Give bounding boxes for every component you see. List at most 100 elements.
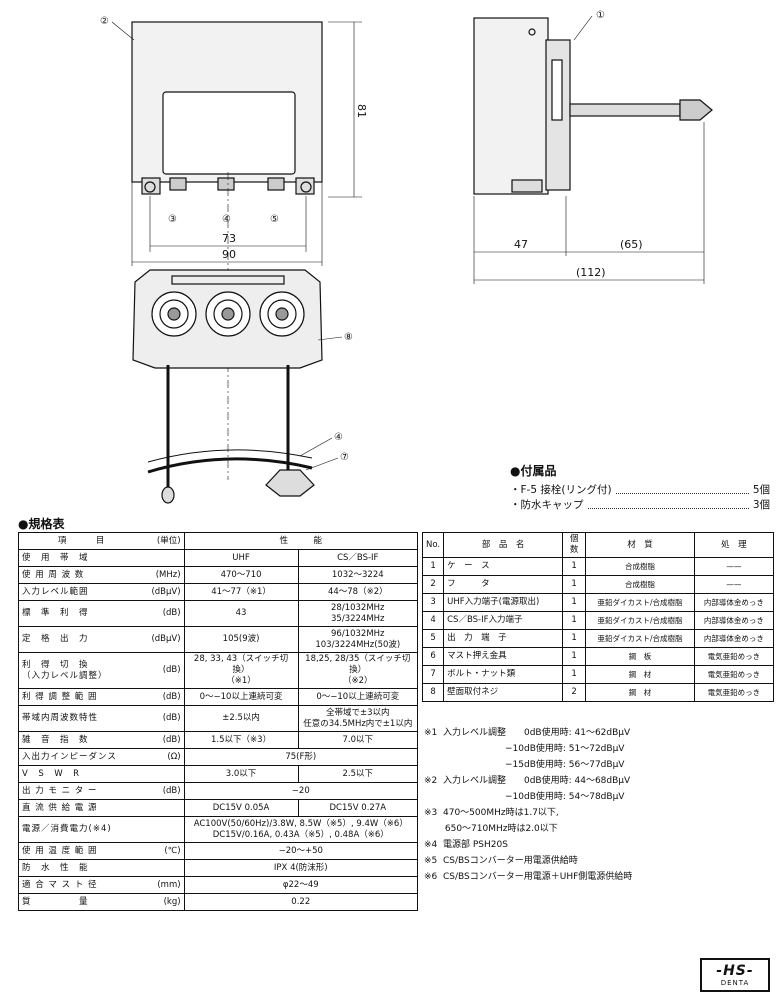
part-qty: 1 bbox=[562, 611, 587, 630]
part-name: マスト押え金具 bbox=[443, 647, 564, 666]
spec-value-cs: DC15V 0.27A bbox=[297, 799, 419, 817]
side-view-case bbox=[473, 17, 549, 195]
parts-header-cell: 処 理 bbox=[693, 532, 775, 558]
spec-value: −20〜+50 bbox=[183, 842, 419, 860]
callout-8: ⑧ bbox=[344, 332, 353, 343]
part-name: 壁面取付ネジ bbox=[443, 683, 564, 702]
spec-unit bbox=[144, 816, 185, 843]
part-name: 出 力 端 子 bbox=[443, 629, 564, 648]
spec-title: ●規格表 bbox=[18, 517, 65, 531]
spec-value-uhf: 41〜77（※1） bbox=[183, 583, 299, 601]
parts-header-cell: No. bbox=[421, 532, 445, 558]
spec-value-cs: 1032〜3224 bbox=[297, 566, 419, 584]
spec-header-unit: (単位) bbox=[144, 532, 185, 550]
part-qty: 1 bbox=[562, 665, 587, 684]
spec-value-uhf: 3.0以下 bbox=[183, 765, 299, 783]
part-material: 亜鉛ダイカスト/合成樹脂 bbox=[585, 629, 695, 648]
parts-header-cell: 部 品 名 bbox=[443, 532, 564, 558]
part-treatment: 内部導体金めっき bbox=[693, 629, 775, 648]
spec-unit: (dBμV) bbox=[144, 583, 185, 601]
spec-value-uhf: DC15V 0.05A bbox=[183, 799, 299, 817]
spec-value-cs: 18,25, 28/35（スイッチ切換） （※2） bbox=[297, 652, 419, 689]
spec-value: 0.22 bbox=[183, 893, 419, 911]
spec-item: 入力レベル範囲 bbox=[18, 583, 145, 601]
part-material: 鋼 材 bbox=[585, 665, 695, 684]
part-treatment: 内部導体金めっき bbox=[693, 593, 775, 612]
spec-unit: (dB) bbox=[144, 731, 185, 749]
parts-header-row: No.部 品 名個数材 質処 理 bbox=[421, 532, 775, 558]
accessories: ●付属品 ・F-5 接栓(リング付) 5個 ・防水キャップ 3個 bbox=[510, 462, 770, 513]
part-treatment: 電気亜鉛めっき bbox=[693, 647, 775, 666]
spec-unit: (Ω) bbox=[144, 748, 185, 766]
dim-total: (112) bbox=[576, 266, 606, 279]
spec-value-cs: 全帯域で±3以内 任意の34.5MHz内で±1以内 bbox=[297, 705, 419, 732]
spec-item: 帯域内周波数特性 bbox=[18, 705, 145, 732]
spec-unit bbox=[144, 799, 185, 817]
part-name: ケ ー ス bbox=[443, 557, 564, 576]
parts-header-cell: 個数 bbox=[562, 532, 587, 558]
spec-value-uhf: 43 bbox=[183, 600, 299, 627]
logo-mark: -HS- bbox=[716, 963, 754, 979]
note-line: ※5 CS/BSコンバーター用電源供給時 bbox=[424, 856, 578, 866]
callout-3: ③ bbox=[168, 214, 177, 225]
accessories-title: ●付属品 bbox=[510, 464, 557, 478]
spec-value-uhf: 470〜710 bbox=[183, 566, 299, 584]
product-drawing: 81 73 90 47 (65) (112) ① ② ③ ④ ⑤ ⑧ ④ ⑦ bbox=[100, 10, 713, 504]
part-material: 鋼 板 bbox=[585, 647, 695, 666]
spec-unit bbox=[144, 859, 185, 877]
spec-value: φ22〜49 bbox=[183, 876, 419, 894]
note-line: ※3 470〜500MHz時は1.7以下, bbox=[424, 808, 559, 818]
spec-value-uhf: 28, 33, 43（スイッチ切換） （※1） bbox=[183, 652, 299, 689]
spec-value: −20 bbox=[183, 782, 419, 800]
spec-value-uhf: 0〜−10以上連続可変 bbox=[183, 688, 299, 706]
spec-unit bbox=[144, 765, 185, 783]
part-no: 8 bbox=[421, 683, 445, 702]
accessory-item: ・F-5 接栓(リング付) 5個 bbox=[510, 483, 770, 498]
spec-unit: (dB) bbox=[144, 688, 185, 706]
spec-item: 防 水 性 能 bbox=[18, 859, 145, 877]
spec-unit: (mm) bbox=[144, 876, 185, 894]
spec-item: 直 流 供 給 電 源 bbox=[18, 799, 145, 817]
spec-value-cs: 28/1032MHz 35/3224MHz bbox=[297, 600, 419, 627]
spec-value-cs: 7.0以下 bbox=[297, 731, 419, 749]
spec-value-uhf: 105(9波) bbox=[183, 626, 299, 653]
spec-row: 使 用 温 度 範 囲(℃)−20〜+50 bbox=[18, 842, 419, 860]
spec-item: 利 得 調 整 範 囲 bbox=[18, 688, 145, 706]
spec-row: 入出力インピーダンス(Ω)75(F形) bbox=[18, 748, 419, 766]
part-name: ボルト・ナット類 bbox=[443, 665, 564, 684]
note-line: ※6 CS/BSコンバーター用電源＋UHF側電源供給時 bbox=[424, 872, 633, 882]
spec-value-cs: 2.5以下 bbox=[297, 765, 419, 783]
callout-1: ① bbox=[596, 10, 605, 21]
accessory-name: ・F-5 接栓(リング付) bbox=[510, 484, 612, 496]
spec-item: 適 合 マ ス ト 径 bbox=[18, 876, 145, 894]
spec-unit: (MHz) bbox=[144, 566, 185, 584]
accessory-qty: 3個 bbox=[752, 499, 770, 511]
spec-unit bbox=[144, 549, 185, 567]
notes: ※1 入力レベル調整 0dB使用時: 41〜62dBμV −10dB使用時: 5… bbox=[424, 725, 774, 885]
spec-row: 出 力 モ ニ タ ー(dB)−20 bbox=[18, 782, 419, 800]
dim-height: 81 bbox=[355, 104, 368, 118]
dim-inner-width: 73 bbox=[222, 232, 236, 245]
callout-4: ④ bbox=[222, 214, 231, 225]
spec-item: 電源／消費電力(※4) bbox=[18, 816, 145, 843]
part-material: 鋼 材 bbox=[585, 683, 695, 702]
part-name: UHF入力端子(電源取出) bbox=[443, 593, 564, 612]
note-line: ※1 入力レベル調整 0dB使用時: 41〜62dBμV bbox=[424, 728, 631, 738]
part-material: 亜鉛ダイカスト/合成樹脂 bbox=[585, 593, 695, 612]
spec-item: 使 用 周 波 数 bbox=[18, 566, 145, 584]
note-line: −10dB使用時: 51〜72dBμV bbox=[424, 744, 625, 754]
part-no: 6 bbox=[421, 647, 445, 666]
part-no: 3 bbox=[421, 593, 445, 612]
spec-unit: (dB) bbox=[144, 600, 185, 627]
accessory-name: ・防水キャップ bbox=[510, 499, 584, 511]
